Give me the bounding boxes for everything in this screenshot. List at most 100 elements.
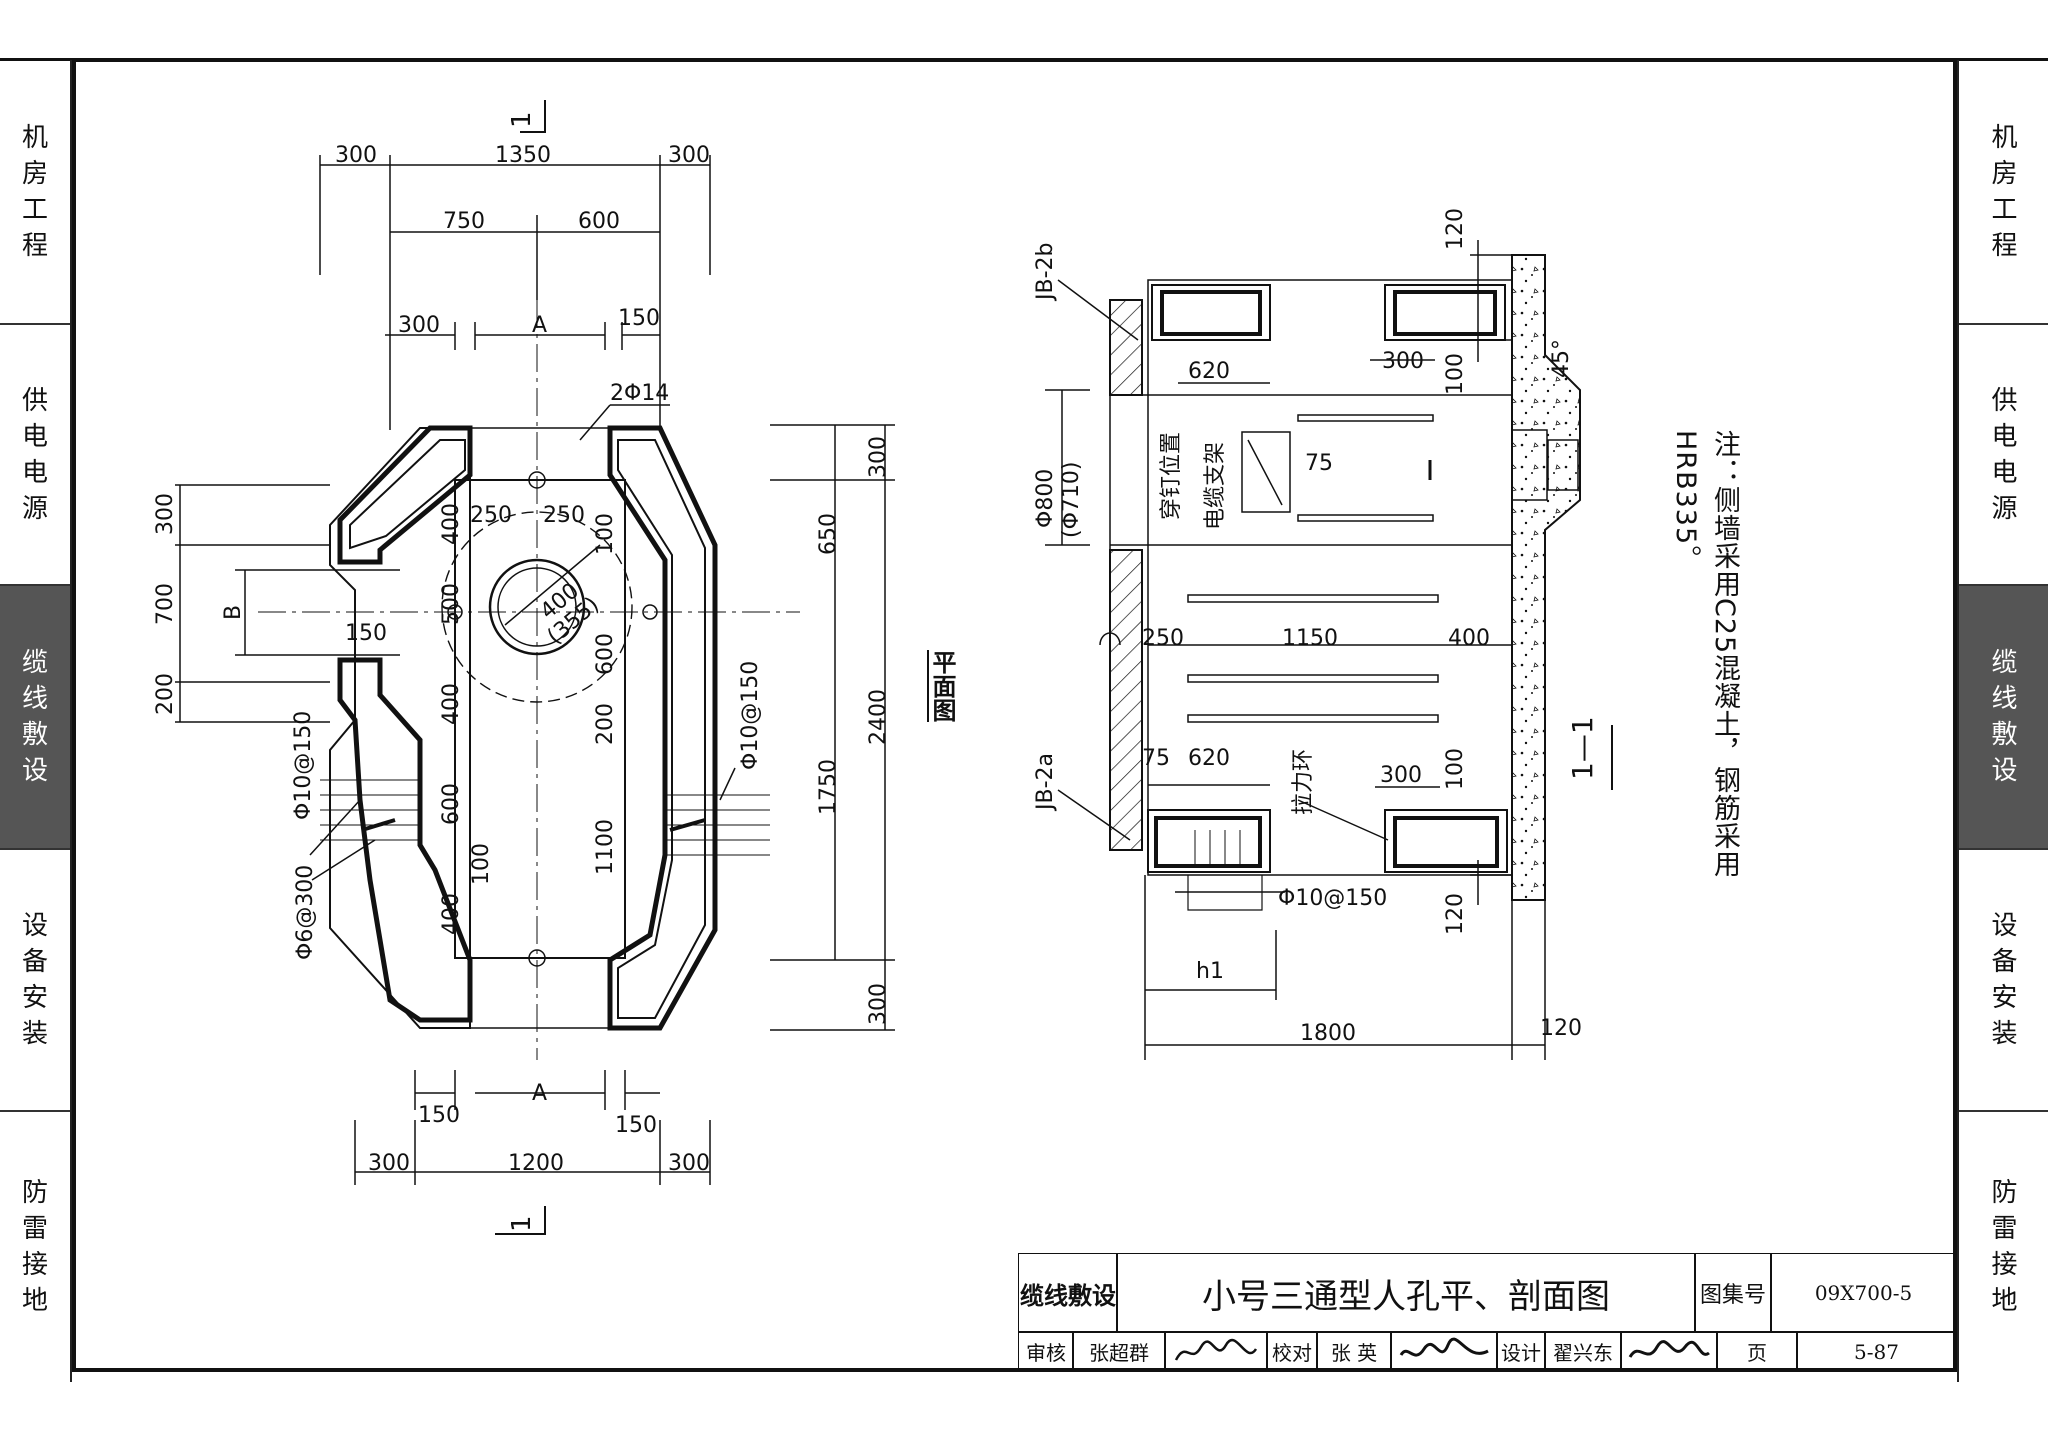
section-mark-bottom: 1 — [507, 1215, 537, 1232]
dim-1750: 1750 — [816, 759, 841, 815]
left-section-sidebar: 机房工程 供电电源 缆线敷设 设备安装 防雷接地 — [0, 60, 72, 1382]
left-tab-cabling[interactable]: 缆线敷设 — [0, 586, 70, 848]
dim-150-row3: 150 — [618, 306, 660, 331]
right-tab-label: 缆线敷设 — [1991, 648, 2018, 786]
rebar-phi10-right: Φ10@150 — [738, 661, 763, 770]
right-tab-machine-room[interactable]: 机房工程 — [1959, 60, 2048, 323]
right-divider — [1959, 1110, 2048, 1112]
right-divider — [1959, 584, 2048, 586]
dim-400-a: 400 — [439, 503, 464, 545]
left-tab-label: 设备安装 — [21, 911, 48, 1049]
left-divider — [0, 1110, 70, 1112]
sec-dim-1800: 1800 — [1300, 1021, 1356, 1046]
sec-dim-75-bottom: 75 — [1142, 746, 1170, 771]
dim-300-right-bottom: 300 — [866, 983, 891, 1025]
left-tab-label: 供电电源 — [21, 385, 48, 524]
dim-A-bottom: A — [532, 1081, 547, 1106]
dim-300-right-top: 300 — [866, 436, 891, 478]
dim-300-row3: 300 — [398, 313, 440, 338]
review-label: 审核 — [1018, 1331, 1074, 1372]
design-label: 设计 — [1496, 1331, 1546, 1372]
checker-signature — [1390, 1331, 1498, 1372]
atlas-number: 09X700-5 — [1770, 1253, 1957, 1333]
sec-dim-h1: h1 — [1196, 959, 1224, 984]
dim-650: 650 — [816, 513, 841, 555]
dim-250-a: 250 — [470, 503, 512, 528]
rebar-phi10-left: Φ10@150 — [291, 711, 316, 820]
section-vertical-labels: 120 100 45° 100 120 JB-2b JB-2a Φ800 (Φ7… — [1033, 208, 1574, 935]
sec-dim-620-bottom: 620 — [1188, 746, 1230, 771]
dim-150-bottom-left: 150 — [418, 1103, 460, 1128]
dim-700-left: 700 — [153, 583, 178, 625]
sec-dim-100-bottom: 100 — [1443, 748, 1468, 790]
left-tab-lightning[interactable]: 防雷接地 — [0, 1112, 70, 1382]
right-tab-label: 供电电源 — [1991, 385, 2018, 524]
left-tab-label: 缆线敷设 — [21, 648, 48, 786]
section-mark-top: 1 — [507, 111, 537, 128]
dim-400-c: 400 — [439, 893, 464, 935]
right-tab-equipment[interactable]: 设备安装 — [1959, 850, 2048, 1110]
section-title-1-1: 1—1 — [1566, 716, 1599, 780]
left-tab-equipment[interactable]: 设备安装 — [0, 850, 70, 1110]
left-tab-machine-room[interactable]: 机房工程 — [0, 60, 70, 323]
right-divider — [1959, 323, 2048, 325]
dim-300-top-left: 300 — [335, 143, 377, 168]
right-tab-power-supply[interactable]: 供电电源 — [1959, 325, 2048, 584]
dim-100-left: 100 — [469, 843, 494, 885]
dim-200-right: 200 — [593, 703, 618, 745]
sec-dim-120-bottom: 120 — [1443, 893, 1468, 935]
sec-dim-100-top: 100 — [1443, 353, 1468, 395]
left-tab-power-supply[interactable]: 供电电源 — [0, 325, 70, 584]
dim-1100: 1100 — [593, 819, 618, 875]
dim-A-top: A — [532, 313, 547, 338]
dim-1350: 1350 — [495, 143, 551, 168]
dim-150-bottom-right: 150 — [615, 1113, 657, 1138]
plan-view-label: 平面图 — [928, 650, 956, 722]
dim-300-bottom-left: 300 — [368, 1151, 410, 1176]
dim-150-left: 150 — [345, 621, 387, 646]
dim-600-left: 600 — [439, 783, 464, 825]
page-number: 5-87 — [1796, 1331, 1957, 1372]
section-view — [1045, 240, 1581, 1060]
dim-600: 600 — [578, 209, 620, 234]
section-dimension-labels: 620 300 75 250 1150 400 75 620 300 Φ10@1… — [1142, 349, 1582, 1046]
dim-2400: 2400 — [866, 689, 891, 745]
dim-500: 500 — [439, 583, 464, 625]
signature-image — [1399, 1337, 1489, 1356]
sec-dim-300-bottom: 300 — [1380, 763, 1422, 788]
page-label: 页 — [1716, 1331, 1798, 1372]
sec-dim-1150: 1150 — [1282, 626, 1338, 651]
sec-dim-120-top: 120 — [1443, 208, 1468, 250]
rebar-phi6-left: Φ6@300 — [293, 865, 318, 960]
left-tab-label: 机房工程 — [21, 122, 48, 261]
sec-dim-400: 400 — [1448, 626, 1490, 651]
drawing-frame — [72, 58, 1957, 1372]
dim-600-right: 600 — [593, 633, 618, 675]
plan-dimension-labels: 300 1350 300 750 600 300 A 150 2Φ14 150 … — [335, 143, 710, 1176]
check-label: 校对 — [1266, 1331, 1318, 1372]
rebar-2phi14: 2Φ14 — [610, 381, 669, 406]
right-tab-label: 防雷接地 — [1991, 1178, 2018, 1316]
designer-name: 翟兴东 — [1544, 1331, 1622, 1372]
left-divider — [0, 584, 70, 586]
sec-rebar-phi10: Φ10@150 — [1278, 886, 1387, 911]
dim-300-top-right: 300 — [668, 143, 710, 168]
plan-vertical-labels: 300 700 200 B Φ10@150 Φ6@300 Φ10@150 300… — [153, 436, 891, 1025]
label-bolt-position: 穿钉位置 — [1159, 432, 1184, 520]
sec-dim-120-bottom-right: 120 — [1540, 1016, 1582, 1041]
note-text: 注：侧墙采用C25混凝土，钢筋采用HRB335。 — [1670, 430, 1740, 879]
dim-750: 750 — [443, 209, 485, 234]
label-pull-ring: 拉力环 — [1291, 749, 1316, 815]
right-tab-lightning[interactable]: 防雷接地 — [1959, 1112, 2048, 1382]
sec-dim-300-top: 300 — [1382, 349, 1424, 374]
category-cell: 缆线敷设 — [1018, 1253, 1118, 1333]
left-tab-label: 防雷接地 — [21, 1178, 48, 1316]
sec-dim-75-top: 75 — [1305, 451, 1333, 476]
atlas-label: 图集号 — [1694, 1253, 1772, 1333]
reviewer-signature — [1164, 1331, 1268, 1372]
sec-dim-620-top: 620 — [1188, 359, 1230, 384]
title-block: 缆线敷设 小号三通型人孔平、剖面图 图集号 09X700-5 审核 张超群 校对… — [1018, 1253, 1957, 1372]
right-tab-cabling[interactable]: 缆线敷设 — [1959, 586, 2048, 848]
signature-image — [1628, 1339, 1710, 1358]
checker-name: 张 英 — [1316, 1331, 1392, 1372]
